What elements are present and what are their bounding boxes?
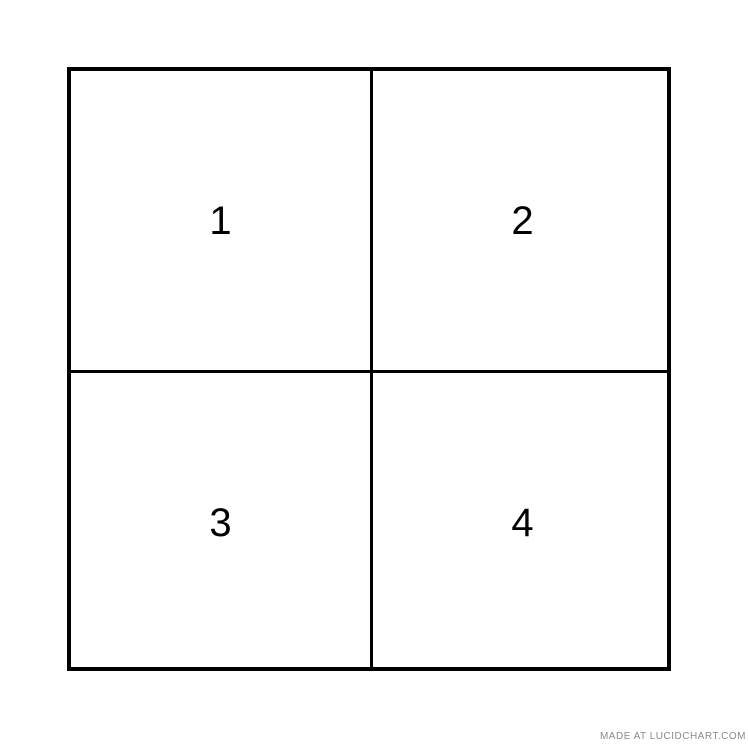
cell-label-3: 3 xyxy=(209,500,232,545)
cell-1: 1 xyxy=(71,71,370,370)
cell-label-2: 2 xyxy=(511,198,534,243)
lucidchart-watermark: MADE AT LUCIDCHART.COM xyxy=(599,731,746,742)
vertical-divider xyxy=(370,71,373,667)
cell-label-4: 4 xyxy=(511,500,534,545)
cell-4: 4 xyxy=(373,373,672,672)
cell-3: 3 xyxy=(71,373,370,672)
cell-2: 2 xyxy=(373,71,672,370)
quadrant-grid: 1 2 3 4 xyxy=(67,67,671,671)
horizontal-divider xyxy=(71,370,667,373)
cell-label-1: 1 xyxy=(209,198,232,243)
